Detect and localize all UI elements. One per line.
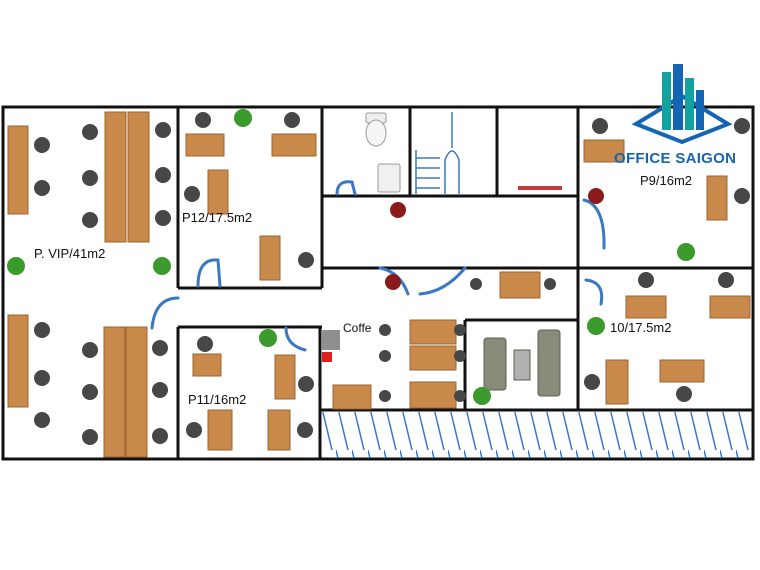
desks: [7, 111, 751, 458]
coffee-machine-icon: [322, 330, 340, 350]
lounge-sofas: [483, 329, 561, 397]
sink-icon: [377, 163, 401, 193]
coffee-marker: [322, 352, 332, 362]
coffee-label: Coffe: [343, 321, 372, 335]
room-label-p9: P9/16m2: [640, 173, 692, 188]
brand-name: OFFICE SAIGON: [614, 150, 736, 167]
walls: [1, 105, 755, 461]
doors: [150, 180, 606, 352]
building-logo-icon: [631, 64, 733, 145]
plants-red: [385, 188, 604, 290]
toilet-icon: [365, 112, 387, 147]
room-label-p11: P11/16m2: [188, 392, 246, 407]
room-label-p12: P12/17.5m2: [182, 210, 252, 225]
plants: [7, 109, 695, 405]
room-label-vip: P. VIP/41m2: [34, 246, 105, 261]
red-marker: [518, 186, 562, 190]
balcony-hatch: [322, 412, 752, 458]
chairs: [34, 112, 750, 445]
staircase: [415, 112, 460, 194]
room-label-p10: 10/17.5m2: [610, 320, 671, 335]
